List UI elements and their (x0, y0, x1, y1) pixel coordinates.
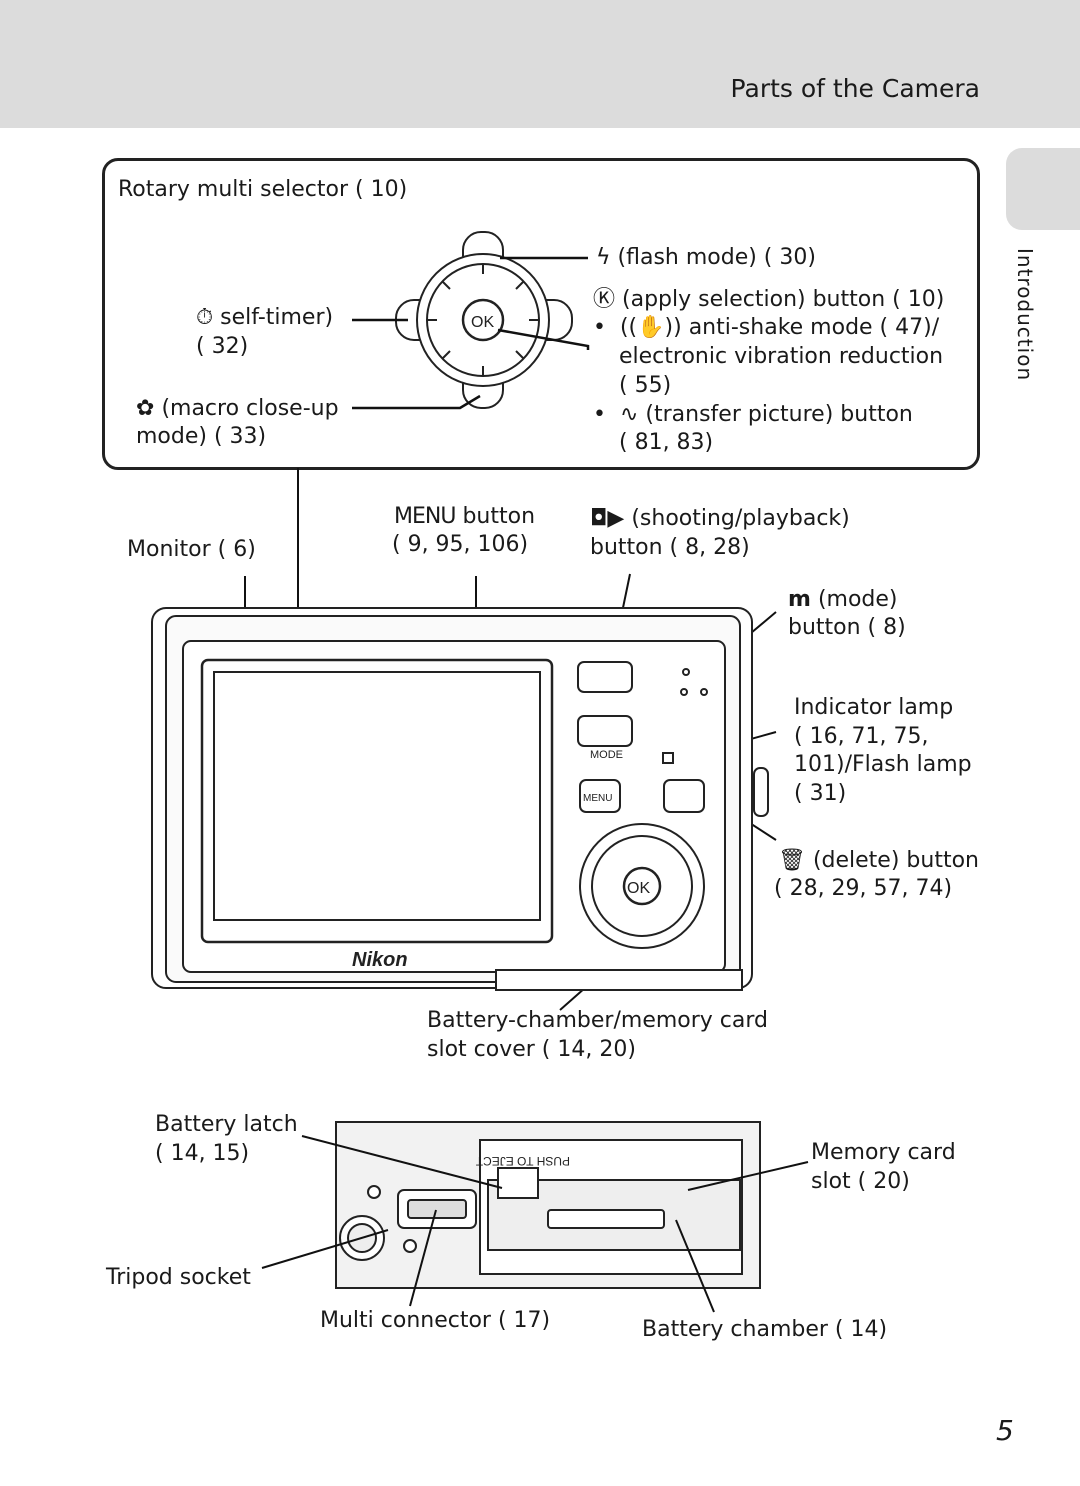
inset-leader-lines (352, 256, 590, 410)
macro-ref: mode) ( 33) (136, 424, 267, 449)
mode-label: MODE (590, 749, 623, 761)
ok-icon: Ⓚ (593, 287, 616, 312)
page-number: 5 (996, 1414, 1014, 1447)
header-band (0, 0, 1080, 128)
tripod-socket-label: Tripod socket (106, 1265, 251, 1290)
mode-icon: m (788, 587, 811, 612)
transfer-label: • ∿ (transfer picture) button (593, 402, 913, 427)
menu-button-label: MENU button (394, 504, 536, 529)
page-title: Parts of the Camera (730, 74, 980, 103)
battery-chamber-label: Battery chamber ( 14) (642, 1317, 888, 1342)
nikon-logo: Nikon (352, 949, 408, 971)
self-timer-ref: ( 32) (196, 334, 249, 359)
menu-label: MENU (583, 793, 612, 804)
shooting-playback-label: ◘▶ (shooting/playback) (590, 506, 850, 531)
flash-lamp-ref: ( 31) (794, 781, 847, 806)
self-timer-icon: ⏱ (196, 305, 214, 330)
self-timer-label: ⏱ self-timer) (196, 305, 334, 330)
monitor-label: Monitor ( 6) (127, 537, 256, 562)
flash-lamp-label: 101)/Flash lamp (794, 752, 972, 777)
vibration-reduction-label: electronic vibration reduction (619, 344, 944, 369)
anti-shake-ref: ( 55) (619, 373, 672, 398)
camera-controls (577, 661, 708, 949)
battery-latch-ref: ( 14, 15) (155, 1141, 250, 1166)
push-eject-label: PUSH TO EJECT (475, 1154, 570, 1168)
transfer-icon: ∿ (619, 402, 639, 427)
memory-card-label: Memory card (811, 1140, 956, 1165)
multi-connector-label: Multi connector ( 17) (320, 1308, 551, 1333)
battery-latch-label: Battery latch (155, 1112, 298, 1137)
indicator-lamp-label: Indicator lamp (794, 695, 954, 720)
section-label: Introduction (1013, 248, 1037, 382)
anti-shake-label: • ((✋)) anti-shake mode ( 47)/ (593, 315, 940, 340)
memory-card-ref: slot ( 20) (811, 1169, 910, 1194)
rotary-selector-callout-box (102, 158, 980, 470)
apply-selection-label: Ⓚ (apply selection) button ( 10) (593, 287, 945, 312)
delete-button-label: 🗑 (delete) button (778, 848, 979, 873)
rotary-selector-label: Rotary multi selector ( 10) (118, 177, 408, 202)
delete-icon: 🗑 (778, 848, 806, 873)
battery-cover-label: Battery-chamber/memory card (427, 1008, 768, 1033)
anti-shake-icon: ((✋)) (619, 315, 682, 340)
macro-icon: ✿ (136, 396, 155, 421)
rotary-selector-inset (395, 231, 573, 409)
mode-button-ref: button ( 8) (788, 615, 906, 640)
flash-mode-label: ϟ (flash mode) ( 30) (596, 245, 816, 270)
macro-label: ✿ (macro close-up (136, 396, 339, 421)
mode-button-label: m (mode) (788, 587, 898, 612)
ok-inset-label: OK (471, 314, 494, 331)
menu-icon: MENU (394, 504, 456, 529)
flash-icon: ϟ (596, 245, 611, 270)
indicator-lamp-ref: ( 16, 71, 75, (794, 724, 929, 749)
menu-button-ref: ( 9, 95, 106) (392, 532, 529, 557)
ok-button-label: OK (627, 880, 650, 897)
side-tab (1006, 148, 1080, 230)
battery-cover-ref: slot cover ( 14, 20) (427, 1037, 636, 1062)
shooting-playback-ref: button ( 8, 28) (590, 535, 750, 560)
battery-chamber-view (335, 1121, 761, 1289)
shooting-playback-icon: ◘▶ (590, 506, 625, 531)
delete-button-ref: ( 28, 29, 57, 74) (774, 876, 953, 901)
battery-leader-lines (261, 1135, 809, 1313)
transfer-ref: ( 81, 83) (619, 430, 714, 455)
